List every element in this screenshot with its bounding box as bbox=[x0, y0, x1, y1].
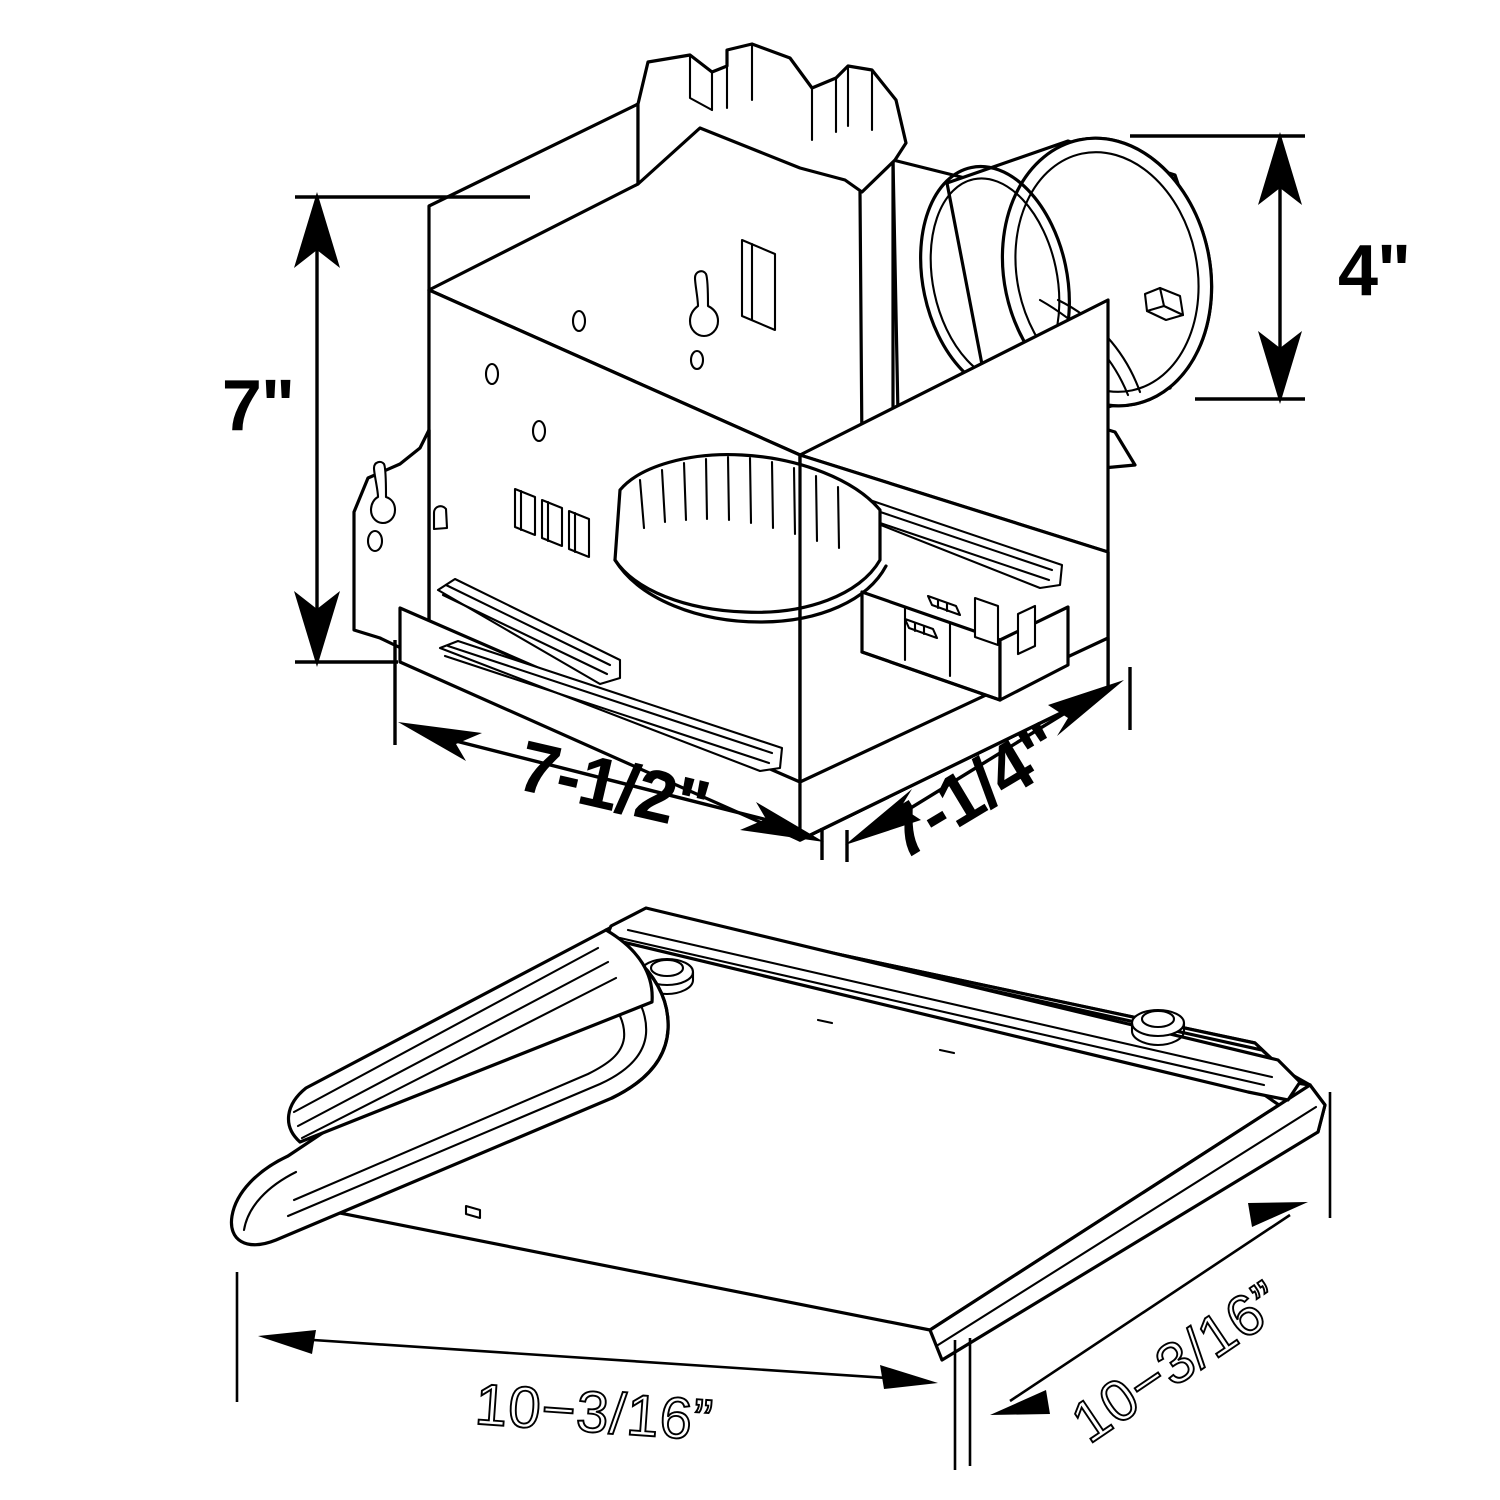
housing-assembly-view: 7" 4" 7-1/2" bbox=[222, 42, 1411, 875]
dimension-label-grille-width: 10−3/16” bbox=[473, 1372, 716, 1453]
housing-body bbox=[352, 42, 1110, 842]
dimension-housing-height: 7" bbox=[222, 192, 530, 667]
dimension-duct-collar-diameter: 4" bbox=[1130, 132, 1411, 404]
grille-view: 10−3/16” 10−3/16” bbox=[229, 906, 1332, 1470]
slot-ridge-lower-left bbox=[438, 639, 784, 773]
dimension-label-grille-depth: 10−3/16” bbox=[1060, 1268, 1294, 1455]
grille-screw-boss-right bbox=[1130, 1008, 1186, 1047]
dimension-label-duct-collar-diameter: 4" bbox=[1338, 231, 1410, 311]
blower-wheel bbox=[613, 453, 888, 624]
motor-mount-plate bbox=[860, 590, 1070, 702]
grille-upper-rail bbox=[286, 928, 654, 1144]
dimension-label-housing-height: 7" bbox=[222, 366, 294, 446]
slot-ridge-upper-left bbox=[436, 577, 622, 686]
